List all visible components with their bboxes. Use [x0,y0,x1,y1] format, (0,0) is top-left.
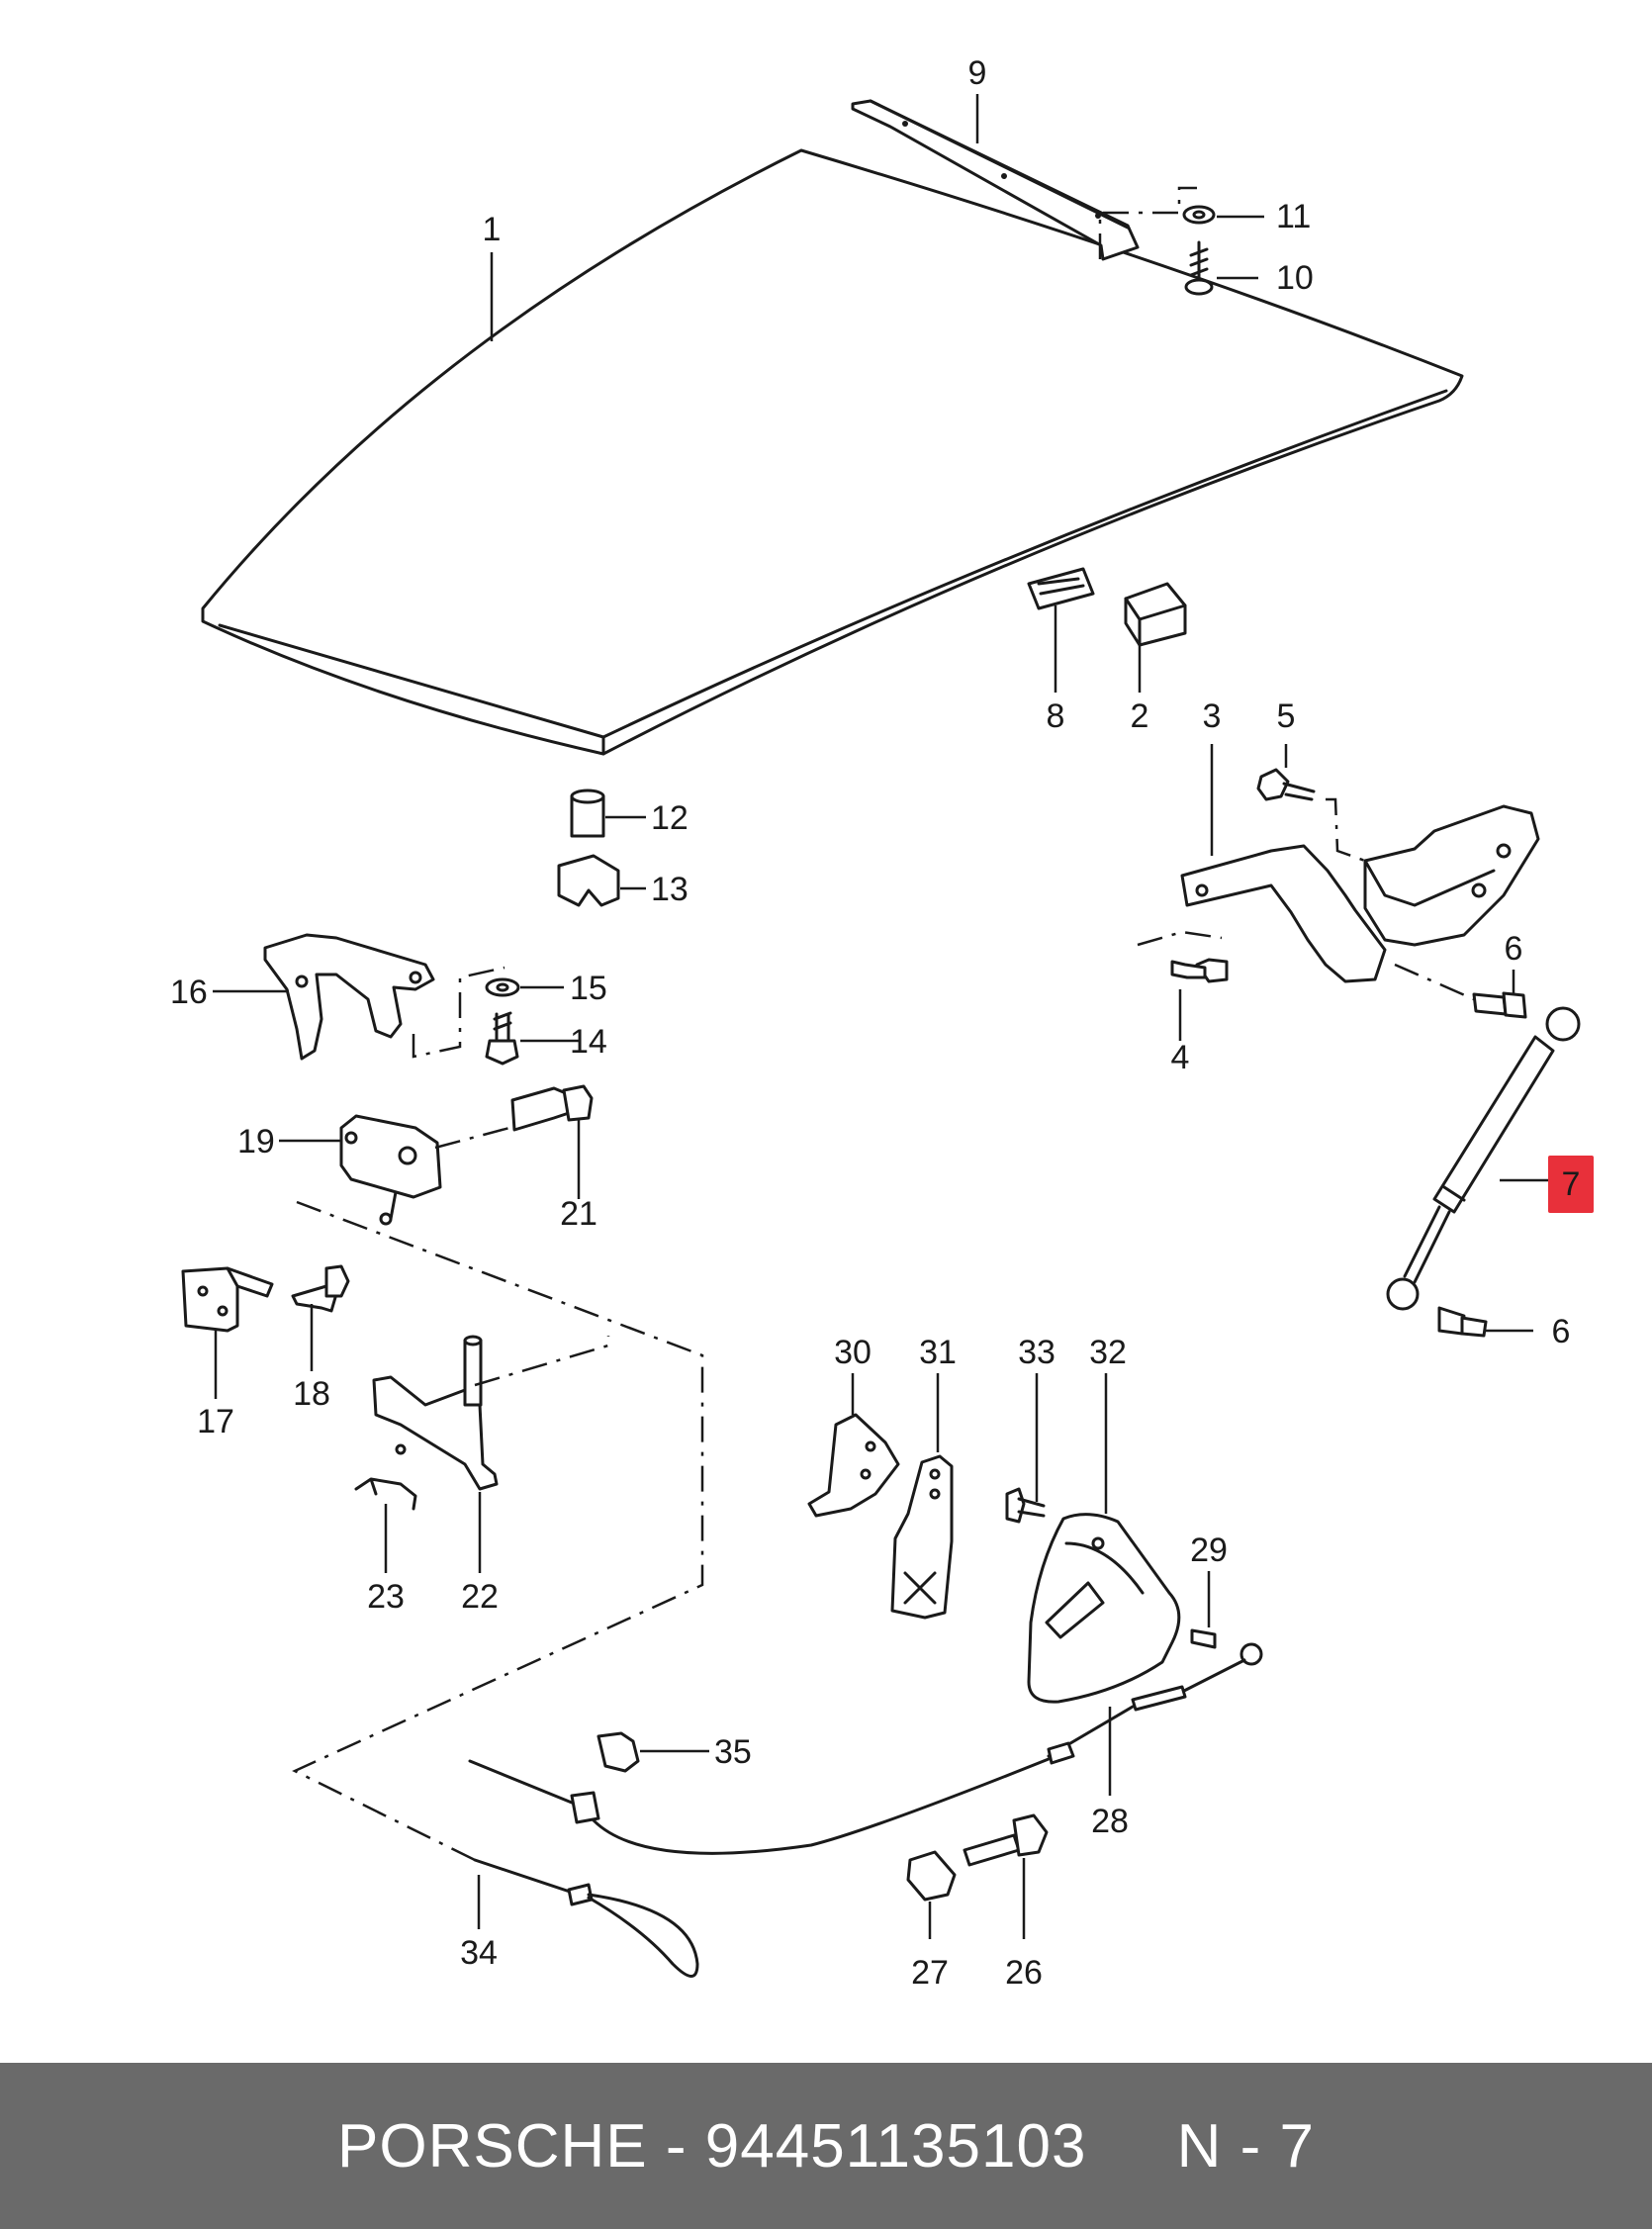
rear-strip [851,99,1140,261]
pivot-pin-6-lower [1437,1306,1488,1338]
callout-18: 18 [293,1375,330,1413]
leader-lines [213,94,1553,1939]
seal-pad [1027,567,1095,610]
callout-labels: 1 2 3 4 5 6 6 7 8 9 10 11 12 13 14 15 16… [170,54,1580,1992]
assembly-line-6-hinge [1394,963,1475,1001]
screw-14 [485,1011,519,1066]
callout-32: 32 [1089,1334,1127,1371]
lever-31 [890,1454,954,1620]
callout-12: 12 [651,799,688,837]
assembly-line-5-hinge [1326,797,1366,863]
callout-8: 8 [1047,697,1065,735]
callout-16: 16 [170,974,208,1011]
clip-13 [557,854,620,907]
callout-22: 22 [461,1578,499,1616]
release-cable [468,1642,1263,1978]
gas-strut [1386,1006,1581,1311]
screw-33 [1005,1487,1046,1524]
pivot-pin-6-upper [1472,991,1527,1019]
callout-6-lower: 6 [1552,1313,1571,1350]
sleeve-27 [906,1850,957,1902]
callout-31: 31 [919,1334,957,1371]
callout-34: 34 [460,1934,498,1972]
hood-panel [201,148,1464,756]
bracket-17 [181,1266,274,1333]
bolt-5 [1256,768,1316,801]
callout-9: 9 [968,54,987,92]
washer-11 [1182,205,1216,225]
callout-30: 30 [834,1334,872,1371]
callout-1: 1 [483,211,502,248]
screw-10 [1184,240,1214,296]
assembly-line-4-hinge [1137,930,1223,947]
bolt-26 [963,1813,1049,1867]
cable-routing-line [292,1200,704,1862]
callout-14: 14 [570,1023,607,1061]
catch-22 [372,1335,499,1491]
assembly-line-9-11 [1098,186,1197,259]
callout-2: 2 [1131,697,1149,735]
lock-19 [339,1114,442,1226]
highlight-marker [1548,1156,1594,1213]
callout-3: 3 [1203,697,1222,735]
callout-35: 35 [714,1733,752,1771]
callout-5: 5 [1277,697,1296,735]
callout-26: 26 [1005,1954,1043,1992]
callout-17: 17 [197,1403,234,1440]
callout-15: 15 [570,970,607,1007]
cover-32 [1027,1513,1181,1704]
footer-bar: PORSCHE - 94451135103 N - 7 [0,2063,1652,2229]
washer-15 [485,977,520,997]
callout-21: 21 [560,1195,597,1233]
assembly-line-16-15 [412,966,505,1059]
assembly-line-21-19 [434,1126,510,1150]
callout-4: 4 [1171,1039,1190,1076]
callout-33: 33 [1018,1334,1055,1371]
callout-23: 23 [367,1578,405,1616]
callout-10: 10 [1276,259,1314,297]
lock-bracket [263,933,435,1061]
callout-11: 11 [1276,198,1311,235]
part-number-caption: PORSCHE - 94451135103 N - 7 [337,2111,1315,2181]
bolt-18 [291,1264,350,1313]
callout-7: 7 [1562,1165,1581,1203]
spring-clip-23 [354,1477,417,1511]
callout-6-upper: 6 [1505,930,1523,968]
callout-19: 19 [237,1123,275,1161]
callout-13: 13 [651,871,688,908]
assembly-line-22 [474,1336,610,1387]
hinge [1180,804,1540,983]
rubber-buffer [570,789,605,838]
buffer [1124,582,1187,647]
pin-29 [1190,1628,1217,1649]
bolt-21 [510,1084,594,1132]
bracket-30 [807,1413,900,1518]
callout-27: 27 [911,1954,949,1992]
grommet-35 [597,1731,640,1773]
parts-diagram: 1 2 3 4 5 6 6 7 8 9 10 11 12 13 14 15 16… [170,54,1594,1992]
bolt-4 [1170,958,1229,983]
callout-29: 29 [1190,1532,1228,1569]
callout-28: 28 [1091,1803,1129,1840]
